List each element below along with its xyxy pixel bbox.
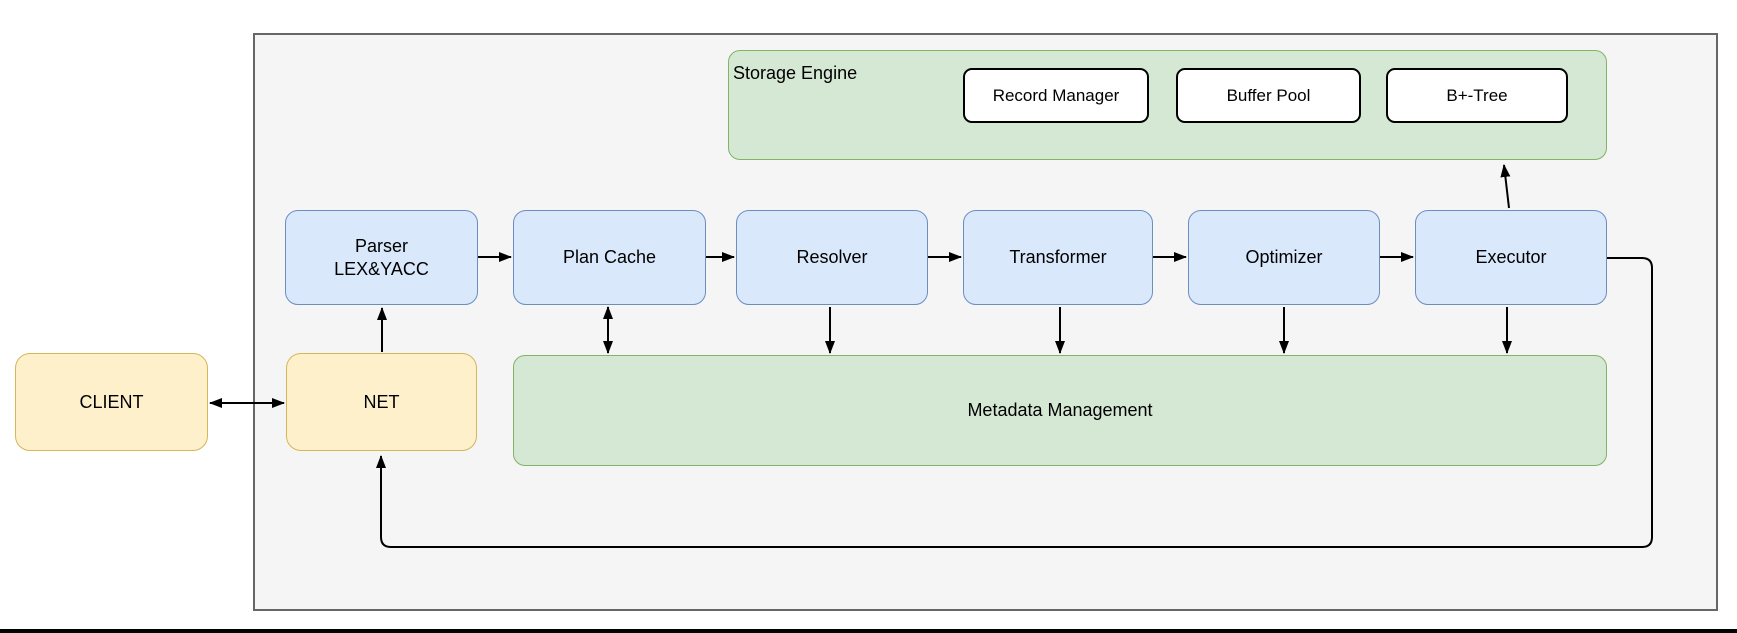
- plan-cache-label: Plan Cache: [562, 247, 657, 267]
- node-executor: Executor: [1415, 210, 1607, 305]
- metadata-management-container: Metadata Management: [513, 355, 1607, 466]
- node-plan-cache: Plan Cache: [513, 210, 706, 305]
- net-label: NET: [363, 391, 400, 412]
- parser-label-line1: Parser: [354, 235, 408, 256]
- node-optimizer: Optimizer: [1188, 210, 1380, 305]
- parser-label-line2: LEX&YACC: [334, 258, 429, 279]
- metadata-management-label: Metadata Management: [967, 400, 1153, 420]
- node-bplus-tree: B+-Tree: [1386, 68, 1568, 123]
- node-client: CLIENT: [15, 353, 208, 451]
- bottom-edge-bar: [0, 629, 1737, 633]
- storage-engine-container: Storage Engine Record Manager Buffer Poo…: [728, 50, 1607, 160]
- node-net: NET: [286, 353, 477, 451]
- parser-label: Parser LEX&YACC: [334, 235, 429, 281]
- node-parser: Parser LEX&YACC: [285, 210, 478, 305]
- node-record-manager: Record Manager: [963, 68, 1149, 123]
- node-buffer-pool: Buffer Pool: [1176, 68, 1361, 123]
- transformer-label: Transformer: [1009, 247, 1107, 267]
- optimizer-label: Optimizer: [1245, 247, 1323, 267]
- storage-engine-label: Storage Engine: [733, 63, 858, 83]
- record-manager-label: Record Manager: [992, 85, 1120, 105]
- resolver-label: Resolver: [796, 247, 868, 267]
- buffer-pool-label: Buffer Pool: [1226, 85, 1311, 105]
- bplus-tree-label: B+-Tree: [1446, 85, 1508, 105]
- client-label: CLIENT: [79, 391, 144, 412]
- executor-label: Executor: [1475, 247, 1547, 267]
- node-transformer: Transformer: [963, 210, 1153, 305]
- node-resolver: Resolver: [736, 210, 928, 305]
